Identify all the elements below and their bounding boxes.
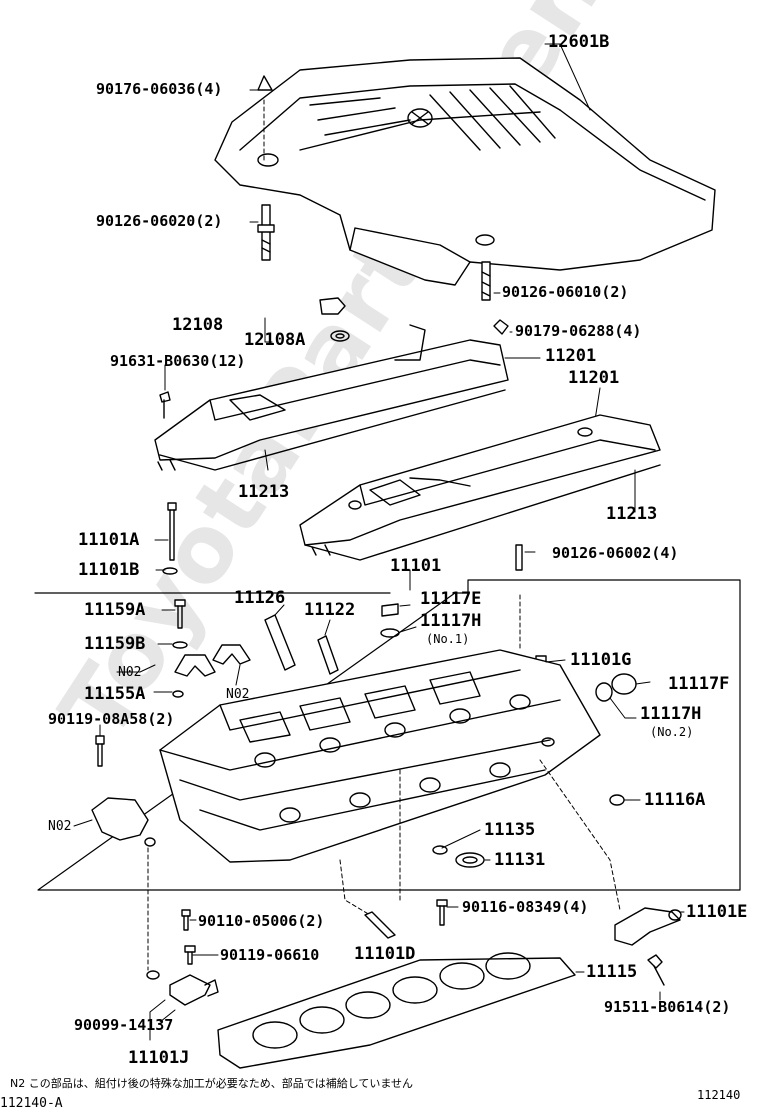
cylinder-head-11101: [159, 649, 601, 863]
label-11201-front: 11201: [545, 346, 597, 366]
pin-11155A: [172, 690, 184, 698]
label-11135: 11135: [484, 820, 536, 840]
stud-bolt-90126-06020: [257, 204, 275, 261]
cylinder-head-box: [34, 579, 741, 891]
label-91511-B0614: 91511-B0614(2): [604, 998, 731, 1016]
plug-11117F: [595, 673, 637, 702]
figure-id-left: 112140-A: [0, 1096, 63, 1111]
label-11159B: 11159B: [84, 634, 146, 654]
label-11131: 11131: [494, 850, 546, 870]
cylinder-head-gasket-11115: [217, 952, 576, 1069]
washer-11159B: [172, 641, 188, 649]
label-90179-06288: 90179-06288(4): [515, 322, 642, 340]
bolt-90119-06610: [184, 945, 196, 965]
pin-11101D: [364, 911, 396, 939]
label-11159A: 11159A: [84, 600, 146, 620]
sensor-11101E: [614, 907, 682, 946]
label-12108: 12108: [172, 315, 224, 335]
footnote: N2 この部品は、組付け後の特殊な加工が必要なため、部品では補給していません: [10, 1077, 414, 1090]
label-11155A: 11155A: [84, 684, 146, 704]
leader-lines-middle: [73, 594, 651, 971]
label-12601B: 12601B: [548, 32, 610, 52]
leader-lines-top: [154, 43, 636, 571]
cylinder-head-cover-11201-front: [154, 324, 509, 471]
label-11101D: 11101D: [354, 944, 416, 964]
bracket-N02: [91, 797, 156, 847]
leader-lines-bottom: [149, 906, 685, 1041]
bolt-90110: [181, 909, 191, 931]
plug-11117E: [381, 603, 399, 617]
fastener-nut-90176: [257, 75, 273, 91]
label-91631-B0630: 91631-B0630(12): [110, 352, 246, 370]
oring-90099: [146, 970, 160, 980]
injector-11101J: [169, 974, 219, 1006]
label-11213-rear: 11213: [606, 504, 658, 524]
label-11117H-no1: 11117H: [420, 611, 482, 631]
label-11115: 11115: [586, 962, 638, 982]
label-90126-06002: 90126-06002(4): [552, 544, 679, 562]
label-11201-rear: 11201: [568, 368, 620, 388]
label-N02-bracket: N02: [48, 819, 72, 834]
cylinder-head-cover-11201-rear: [299, 414, 661, 561]
label-90110-05006: 90110-05006(2): [198, 912, 325, 930]
label-90116-08349: 90116-08349(4): [462, 898, 589, 916]
figure-id-right: 112140: [697, 1088, 741, 1102]
label-12108A: 12108A: [244, 330, 306, 350]
bolt-91511: [647, 954, 665, 986]
label-11101J: 11101J: [128, 1048, 190, 1068]
stud-bolt-90126-06010: [481, 261, 491, 301]
label-11117E: 11117E: [420, 589, 482, 609]
label-no1: (No.1): [426, 632, 470, 646]
label-90119-08A58: 90119-08A58(2): [48, 710, 175, 728]
label-11126: 11126: [234, 588, 286, 608]
bolt-11159A: [174, 599, 186, 629]
seal-washer-90179: [493, 319, 509, 335]
oil-filler-cap-12108: [319, 297, 350, 342]
bolt-11101A: [162, 502, 178, 575]
bolt-90119-08A58: [95, 735, 105, 767]
stud-90126-06002: [515, 544, 523, 571]
label-11117F: 11117F: [668, 674, 730, 694]
label-N02-cap2: N02: [226, 687, 250, 702]
camshaft-bearing-cap-rear: [212, 644, 251, 665]
label-11213-front: 11213: [238, 482, 290, 502]
label-11101G: 11101G: [570, 650, 632, 670]
guide-11122: [317, 635, 339, 675]
camshaft-bearing-cap-front: [174, 654, 216, 677]
label-90099-14137: 90099-14137: [74, 1016, 174, 1034]
label-11117H-no2: 11117H: [640, 704, 702, 724]
label-11101A: 11101A: [78, 530, 140, 550]
bolt-90116: [436, 899, 448, 926]
label-11101E: 11101E: [686, 902, 748, 922]
label-90119-06610: 90119-06610: [220, 946, 320, 964]
label-N02-cap: N02: [118, 665, 142, 680]
label-11116A: 11116A: [644, 790, 706, 810]
label-no2: (No.2): [650, 725, 694, 739]
label-90176-06036: 90176-06036(4): [96, 80, 223, 98]
ring-11131: [455, 852, 485, 868]
ring-11135: [432, 845, 448, 855]
engine-cover-12601B: [214, 57, 716, 286]
label-90126-06010: 90126-06010(2): [502, 283, 629, 301]
label-11101: 11101: [390, 556, 442, 576]
guide-11126: [264, 614, 296, 671]
plug-11116A: [609, 794, 625, 806]
label-11101B: 11101B: [78, 560, 140, 580]
label-90126-06020: 90126-06020(2): [96, 212, 223, 230]
bolt-91631: [159, 391, 171, 419]
plug-11117H-no1: [380, 628, 400, 638]
label-11122: 11122: [304, 600, 356, 620]
